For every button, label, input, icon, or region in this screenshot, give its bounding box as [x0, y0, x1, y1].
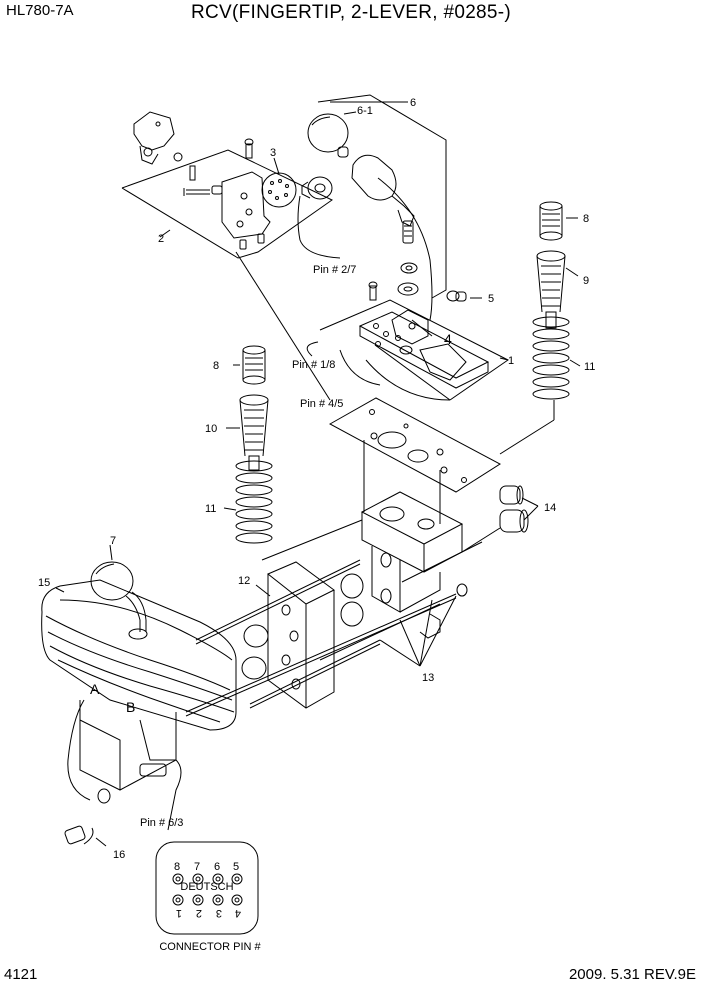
- callout-12: 12: [238, 575, 250, 587]
- tie-bolts-13: [185, 559, 468, 717]
- callout-14: 14: [544, 502, 556, 514]
- page-number: 4121: [4, 966, 38, 983]
- callout-13: 13: [422, 672, 434, 684]
- pin-labels: Pin # 2/7 Pin # 1/8 Pin # 4/5 Pin # 6/3: [140, 264, 356, 829]
- handle-mark-a: A: [90, 681, 100, 697]
- connector-caption: CONNECTOR PIN #: [159, 941, 261, 953]
- spacer-part-12: [241, 561, 364, 709]
- gasket-plate: [328, 397, 501, 493]
- callout-6-1: 6-1: [357, 105, 373, 117]
- callout-16: 16: [113, 849, 125, 861]
- upper-plate-part-1: [339, 309, 490, 401]
- connector-pin-top: 5: [233, 861, 239, 873]
- connector-pin-bottom: 3: [216, 907, 222, 919]
- connector-pin-top: 6: [214, 861, 220, 873]
- callout-11-right: 11: [584, 361, 595, 373]
- callout-9: 9: [583, 275, 589, 287]
- page-title: RCV(FINGERTIP, 2-LEVER, #0285-): [190, 2, 512, 23]
- connector-pin-top: 8: [174, 861, 180, 873]
- connector-pins-top: 8 7 6 5: [174, 861, 239, 873]
- model-name: HL780-7A: [6, 2, 74, 19]
- yoke-part: [133, 111, 175, 165]
- pin-label-1-8: Pin # 1/8: [292, 359, 335, 371]
- pin-label-6-3: Pin # 6/3: [140, 817, 183, 829]
- callout-8-right: 8: [583, 213, 589, 225]
- left-spring-stack: [235, 345, 273, 544]
- plug-part-5: [446, 290, 482, 302]
- plug-part-14: [499, 485, 529, 533]
- date-revision: 2009. 5.31 REV.9E: [568, 966, 696, 983]
- lever-part: [337, 146, 433, 321]
- right-spring-stack: [532, 201, 570, 400]
- callout-3: 3: [270, 147, 276, 159]
- callout-10: 10: [205, 423, 217, 435]
- bracket-part-2: [173, 138, 271, 250]
- callout-5: 5: [488, 293, 494, 305]
- handle-mark-b: B: [126, 699, 135, 715]
- pin-label-2-7: Pin # 2/7: [313, 264, 356, 276]
- callout-labels: 1 2 3 4 5 6 6-1 7 8 8 9 10 11 11 12 13 1…: [38, 97, 595, 861]
- callout-7: 7: [110, 535, 116, 547]
- handle-unit-15: [41, 561, 237, 845]
- callout-11-left: 11: [205, 503, 216, 515]
- callout-2: 2: [158, 233, 164, 245]
- knob-ball-part: [307, 113, 349, 153]
- valve-body: [360, 491, 464, 639]
- callout-4: 4: [444, 331, 452, 347]
- coil-part-3: [261, 157, 341, 259]
- callout-15: 15: [38, 577, 50, 589]
- connector-pin-top: 7: [194, 861, 200, 873]
- callout-8-left: 8: [213, 360, 219, 372]
- connector-pin-bottom: 1: [176, 907, 182, 919]
- connector-pin-bottom: 4: [235, 907, 241, 919]
- connector-pin-bottom: 2: [196, 907, 202, 919]
- connector-pins-bottom: 1 2 3 4: [176, 907, 241, 919]
- connector-diagram: [155, 841, 259, 935]
- connector-name: DEUTSCH: [180, 881, 233, 893]
- callout-1: 1: [508, 355, 514, 367]
- callout-6: 6: [410, 97, 416, 109]
- pin-label-4-5: Pin # 4/5: [300, 398, 343, 410]
